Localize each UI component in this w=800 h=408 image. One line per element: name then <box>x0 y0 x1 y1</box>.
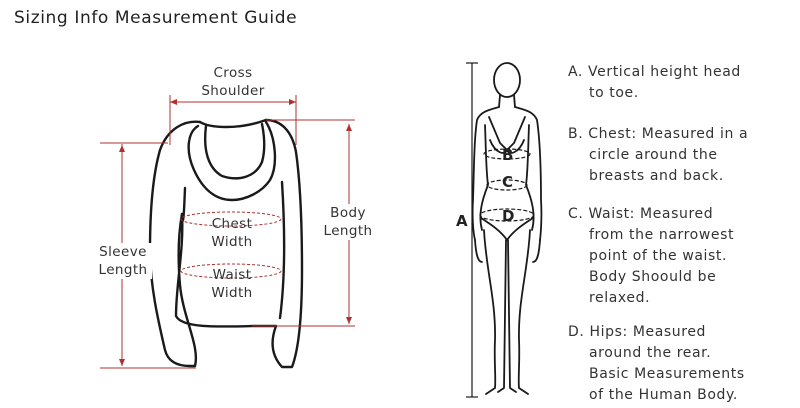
legend-b-line-1: B. Chest: Measured in a <box>568 126 749 142</box>
legend-b-line-2: circle around the <box>589 147 718 163</box>
sleeve-length-label: Sleeve Length <box>94 243 152 279</box>
legend-d-line-1: D. Hips: Measured <box>568 324 707 340</box>
waist-width-label: Waist Width <box>200 266 264 302</box>
waist-width-line-1: Waist <box>212 267 252 283</box>
body-measure-rings <box>479 148 535 222</box>
legend-a: A. Vertical height head to toe. <box>568 62 741 104</box>
legend-c: C. Waist: Measured from the narrowest po… <box>568 204 734 309</box>
figure-letter-c: C <box>502 173 513 191</box>
body-length-line-2: Length <box>323 223 373 239</box>
chest-width-line-1: Chest <box>211 216 253 232</box>
legend-d-line-2: around the rear. <box>589 345 712 361</box>
cross-shoulder-line-2: Shoulder <box>201 83 265 99</box>
cross-shoulder-line-1: Cross <box>213 65 253 81</box>
legend-c-line-4: Body Shoould be <box>589 269 717 285</box>
legend-c-line-3: point of the waist. <box>589 248 728 264</box>
sleeve-length-line-1: Sleeve <box>99 244 147 260</box>
legend-a-line-1: A. Vertical height head <box>568 64 741 80</box>
sleeve-length-line-2: Length <box>98 262 148 278</box>
legend-d-line-4: of the Human Body. <box>589 387 738 403</box>
body-length-line-1: Body <box>330 205 366 221</box>
chest-width-label: Chest Width <box>200 215 264 251</box>
legend-d-line-3: Basic Measurements <box>589 366 745 382</box>
legend-c-line-2: from the narrowest <box>589 227 735 243</box>
waist-width-line-2: Width <box>211 285 253 301</box>
figure-letter-b: B <box>502 146 513 164</box>
cross-shoulder-label: Cross Shoulder <box>198 64 268 100</box>
height-line <box>466 62 478 398</box>
legend-c-line-5: relaxed. <box>589 290 651 306</box>
legend-a-line-2: to toe. <box>589 85 639 101</box>
chest-width-line-2: Width <box>211 234 253 250</box>
figure-letter-a: A <box>456 212 468 230</box>
legend-c-line-1: C. Waist: Measured <box>568 206 714 222</box>
legend-b-line-3: breasts and back. <box>589 168 724 184</box>
body-length-label: Body Length <box>318 204 378 240</box>
legend-b: B. Chest: Measured in a circle around th… <box>568 124 748 187</box>
arrowheads <box>119 99 352 366</box>
figure-letter-d: D <box>502 207 514 225</box>
page-title: Sizing Info Measurement Guide <box>14 8 298 28</box>
legend-d: D. Hips: Measured around the rear. Basic… <box>568 322 745 406</box>
human-figure <box>471 62 543 395</box>
